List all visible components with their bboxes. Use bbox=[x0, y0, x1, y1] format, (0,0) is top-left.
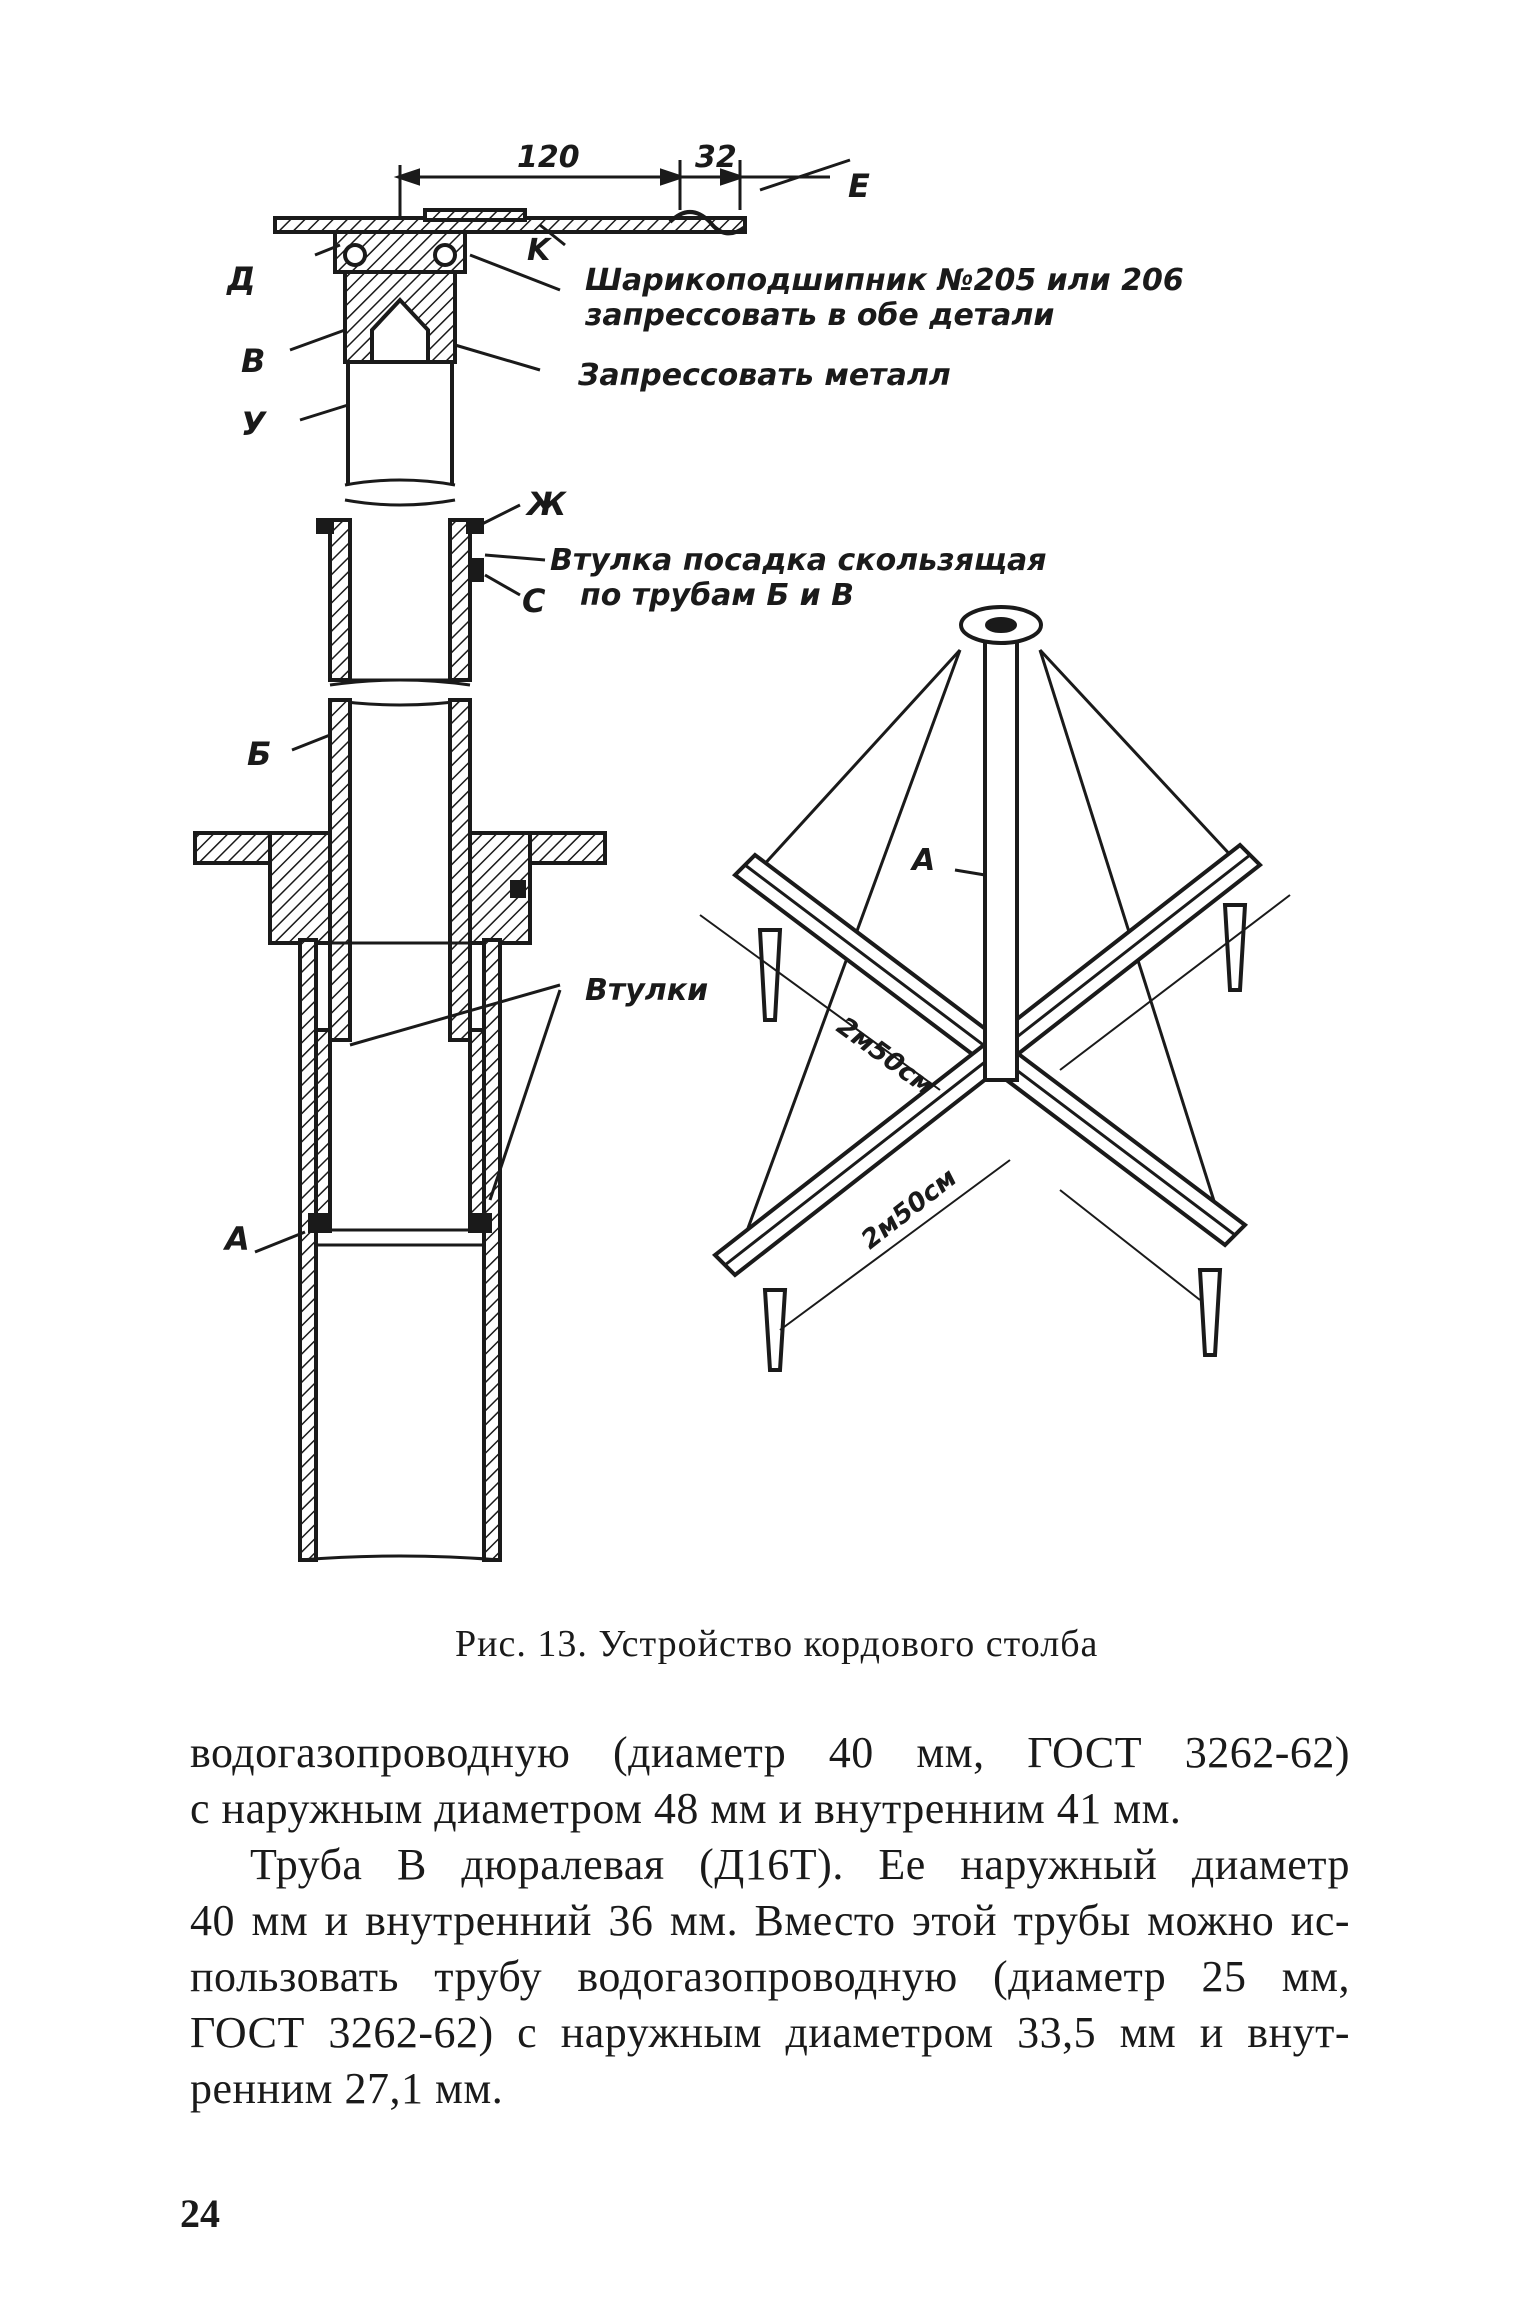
paragraph-2: Труба В дюралевая (Д16Т). Ее наружный ди… bbox=[190, 1837, 1350, 2117]
page-number: 24 bbox=[180, 2191, 220, 2236]
sleeve-note-line-1: Втулка посадка скользящая bbox=[550, 543, 1047, 578]
text-line: ГОСТ 3262-62) с наружным диаметром 33,5 … bbox=[190, 2008, 1350, 2057]
dimension-120-label: 120 bbox=[517, 140, 580, 175]
sleeve-note-line-2: по трубам Б и В bbox=[580, 578, 854, 613]
label-zh: Ж bbox=[525, 485, 567, 523]
post-tube-a bbox=[983, 638, 1019, 1082]
figure-caption: Рис. 13. Устройство кордового столба bbox=[455, 1623, 1099, 1665]
label-e: E bbox=[848, 167, 870, 205]
text-line: водогазопроводную (диаметр 40 мм, ГОСТ 3… bbox=[190, 1728, 1350, 1777]
label-k: K bbox=[527, 233, 553, 268]
label-v: В bbox=[241, 342, 265, 380]
cross-base-drawing bbox=[699, 605, 1291, 1372]
bearing-note-line-2: запрессовать в обе детали bbox=[584, 298, 1054, 333]
label-a-right: А bbox=[910, 843, 935, 878]
set-screw bbox=[468, 558, 484, 582]
bushing bbox=[314, 1028, 332, 1232]
press-metal-note: Запрессовать металл bbox=[577, 358, 951, 393]
base-leg bbox=[757, 928, 783, 1022]
post-section-drawing bbox=[193, 158, 851, 1562]
ball-bearing bbox=[343, 243, 367, 267]
text-line: ренним 27,1 мм. bbox=[190, 2064, 504, 2113]
text-line: 40 мм и внутренний 36 мм. Вместо этой тр… bbox=[190, 1896, 1350, 1945]
dimension-32-label: 32 bbox=[695, 140, 737, 175]
guy-wire bbox=[748, 648, 962, 882]
bearing-note-line-1: Шарикоподшипник №205 или 206 bbox=[585, 263, 1184, 298]
paragraph-1: водогазопроводную (диаметр 40 мм, ГОСТ 3… bbox=[190, 1725, 1350, 1837]
tube-b bbox=[328, 698, 352, 1042]
label-b: Б bbox=[247, 735, 271, 773]
label-u: У bbox=[241, 405, 267, 443]
label-a-left: А bbox=[222, 1220, 250, 1258]
span-label-1: 2м50см bbox=[831, 1011, 939, 1101]
label-s: С bbox=[522, 582, 546, 620]
text-line: пользовать трубу водогазопроводную (диам… bbox=[190, 1952, 1350, 2001]
cord-post-figure: 120 32 E K Д В У Шарикоподшипник №205 ил… bbox=[193, 140, 1291, 1562]
tube-a bbox=[298, 938, 318, 1562]
text-line: с наружным диаметром 48 мм и внутренним … bbox=[190, 1784, 1182, 1833]
sliding-sleeve bbox=[328, 518, 352, 682]
span-label-2: 2м50см bbox=[856, 1163, 963, 1256]
label-d: Д bbox=[226, 260, 256, 298]
cord-clip bbox=[668, 210, 747, 236]
bushings-note: Втулки bbox=[585, 973, 708, 1008]
text-line: Труба В дюралевая (Д16Т). Ее наружный ди… bbox=[250, 1840, 1350, 1889]
